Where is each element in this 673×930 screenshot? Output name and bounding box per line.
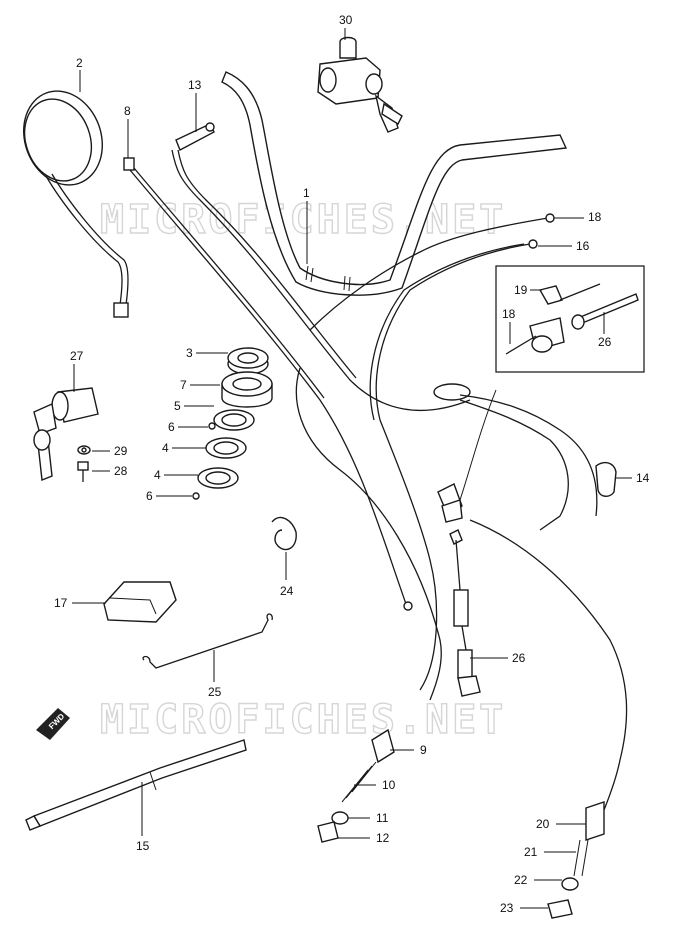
ignition-switch xyxy=(33,387,99,481)
cable-adjuster-right xyxy=(547,801,605,919)
callout-27: 27 xyxy=(70,349,84,363)
callout-26a: 26 xyxy=(598,335,612,349)
callout-4b: 4 xyxy=(154,468,161,482)
callout-24: 24 xyxy=(280,584,294,598)
callout-8: 8 xyxy=(124,104,131,118)
handlebar-lock xyxy=(317,36,403,133)
inset-switch-detail xyxy=(495,265,645,373)
strap xyxy=(25,739,247,831)
watermark-top: MICROFICHES.NET xyxy=(100,197,506,243)
throttle-cables xyxy=(123,122,471,611)
switch-housing xyxy=(437,483,463,523)
cable-adjuster-left xyxy=(317,728,395,843)
cable-cap xyxy=(595,461,617,497)
callout-10: 10 xyxy=(382,778,396,792)
callout-30: 30 xyxy=(339,13,353,27)
callout-19: 19 xyxy=(514,283,528,297)
callout-6a: 6 xyxy=(168,420,175,434)
callout-18b: 18 xyxy=(502,307,516,321)
callout-23: 23 xyxy=(500,901,514,915)
callout-22: 22 xyxy=(514,873,528,887)
cable-clip xyxy=(271,516,297,551)
wire-bracket xyxy=(142,613,273,669)
callout-14: 14 xyxy=(636,471,650,485)
callout-7: 7 xyxy=(180,378,187,392)
bearing-stack xyxy=(192,347,273,500)
callout-3: 3 xyxy=(186,346,193,360)
callout-6b: 6 xyxy=(146,489,153,503)
callout-26b: 26 xyxy=(512,651,526,665)
callout-29: 29 xyxy=(114,444,128,458)
callout-9: 9 xyxy=(420,743,427,757)
rubber-pad xyxy=(103,581,177,623)
handlebar xyxy=(221,71,568,296)
callout-11: 11 xyxy=(376,811,389,825)
mirror xyxy=(22,90,129,318)
nut-and-bolt xyxy=(77,445,91,482)
callout-25: 25 xyxy=(208,685,222,699)
callout-28: 28 xyxy=(114,464,128,478)
callout-18a: 18 xyxy=(588,210,602,224)
callout-4a: 4 xyxy=(162,441,169,455)
clutch-cables xyxy=(295,213,628,811)
callout-1: 1 xyxy=(303,186,310,200)
callout-15: 15 xyxy=(136,839,150,853)
callouts: 30 2 13 8 1 18 16 19 18 26 27 3 7 5 6 4 xyxy=(54,13,650,915)
callout-20: 20 xyxy=(536,817,550,831)
starter-cable xyxy=(449,529,481,697)
callout-12: 12 xyxy=(376,831,390,845)
callout-21: 21 xyxy=(524,845,538,859)
watermark-bottom: MICROFICHES.NET xyxy=(100,697,506,743)
callout-17: 17 xyxy=(54,596,68,610)
callout-16: 16 xyxy=(576,239,590,253)
callout-13: 13 xyxy=(188,78,202,92)
callout-2: 2 xyxy=(76,56,83,70)
callout-5: 5 xyxy=(174,399,181,413)
forward-direction-marker: FWD xyxy=(36,708,70,740)
